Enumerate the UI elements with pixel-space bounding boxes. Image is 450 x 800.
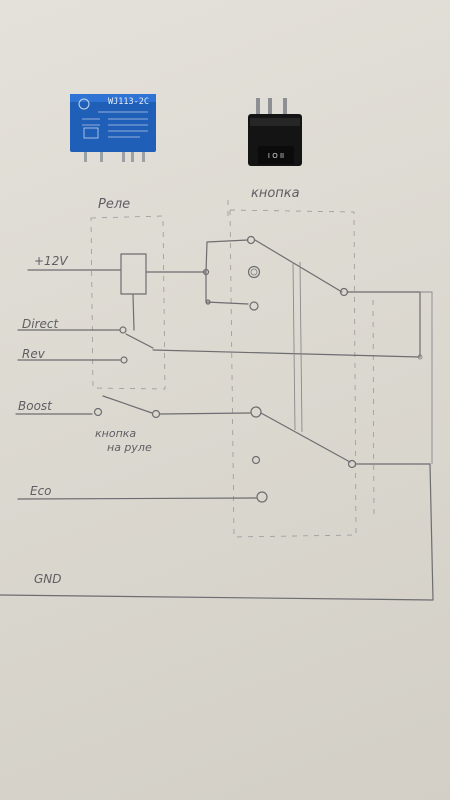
switch-legend: I O II bbox=[268, 152, 284, 160]
coil-to-contact-wire bbox=[132, 293, 135, 331]
rocker-switch-component: I O II bbox=[248, 98, 302, 166]
switch-terminal-6 bbox=[256, 491, 268, 503]
switch-top-feed-wire bbox=[205, 239, 249, 273]
wheel-button-lever bbox=[102, 395, 153, 414]
relay-block-outline bbox=[90, 215, 166, 390]
wheel-to-switch-wire bbox=[159, 412, 251, 415]
gnd-label: GND bbox=[34, 572, 62, 586]
wheel-button-contact-b bbox=[151, 409, 161, 419]
switch-upper-output-wire bbox=[346, 291, 421, 357]
switch-terminal-4 bbox=[250, 406, 262, 418]
wheel-button-label-2: на руле bbox=[107, 441, 152, 454]
switch-lever-lower bbox=[260, 412, 351, 463]
switch-terminal-5 bbox=[251, 455, 261, 465]
switch-block-title: кнопка bbox=[251, 186, 300, 201]
switch-linkage-a bbox=[292, 261, 296, 431]
relay-contact-no bbox=[120, 356, 128, 364]
boost-label: Boost bbox=[18, 399, 53, 413]
gnd-wire bbox=[0, 463, 434, 601]
switch-terminal-3 bbox=[249, 301, 259, 311]
wheel-button-label-1: кнопка bbox=[95, 427, 136, 440]
relay-common-wire bbox=[152, 349, 421, 358]
switch-linkage-b bbox=[299, 261, 303, 433]
switch-bottom-feed-wire bbox=[205, 271, 249, 305]
relay-component: WJ113-2C bbox=[70, 94, 156, 162]
relay-contact-nc bbox=[119, 326, 127, 334]
switch-lever-upper bbox=[254, 239, 343, 293]
right-bus-wire bbox=[420, 291, 433, 464]
wheel-button-contact-a bbox=[93, 407, 103, 417]
relay-block-title: Реле bbox=[98, 197, 130, 212]
switch-terminal-2 bbox=[247, 265, 261, 279]
switch-block-outline bbox=[229, 209, 357, 538]
relay-model-label: WJ113-2C bbox=[108, 97, 149, 107]
relay-armature bbox=[125, 333, 154, 349]
eco-label: Eco bbox=[30, 484, 52, 498]
relay-coil bbox=[120, 253, 147, 295]
rev-label: Rev bbox=[22, 347, 46, 361]
supply-label: +12V bbox=[34, 254, 68, 268]
direct-label: Direct bbox=[22, 317, 59, 331]
eco-wire bbox=[17, 497, 257, 500]
switch-terminal-common-lower bbox=[347, 459, 357, 469]
relay-body bbox=[70, 94, 156, 152]
